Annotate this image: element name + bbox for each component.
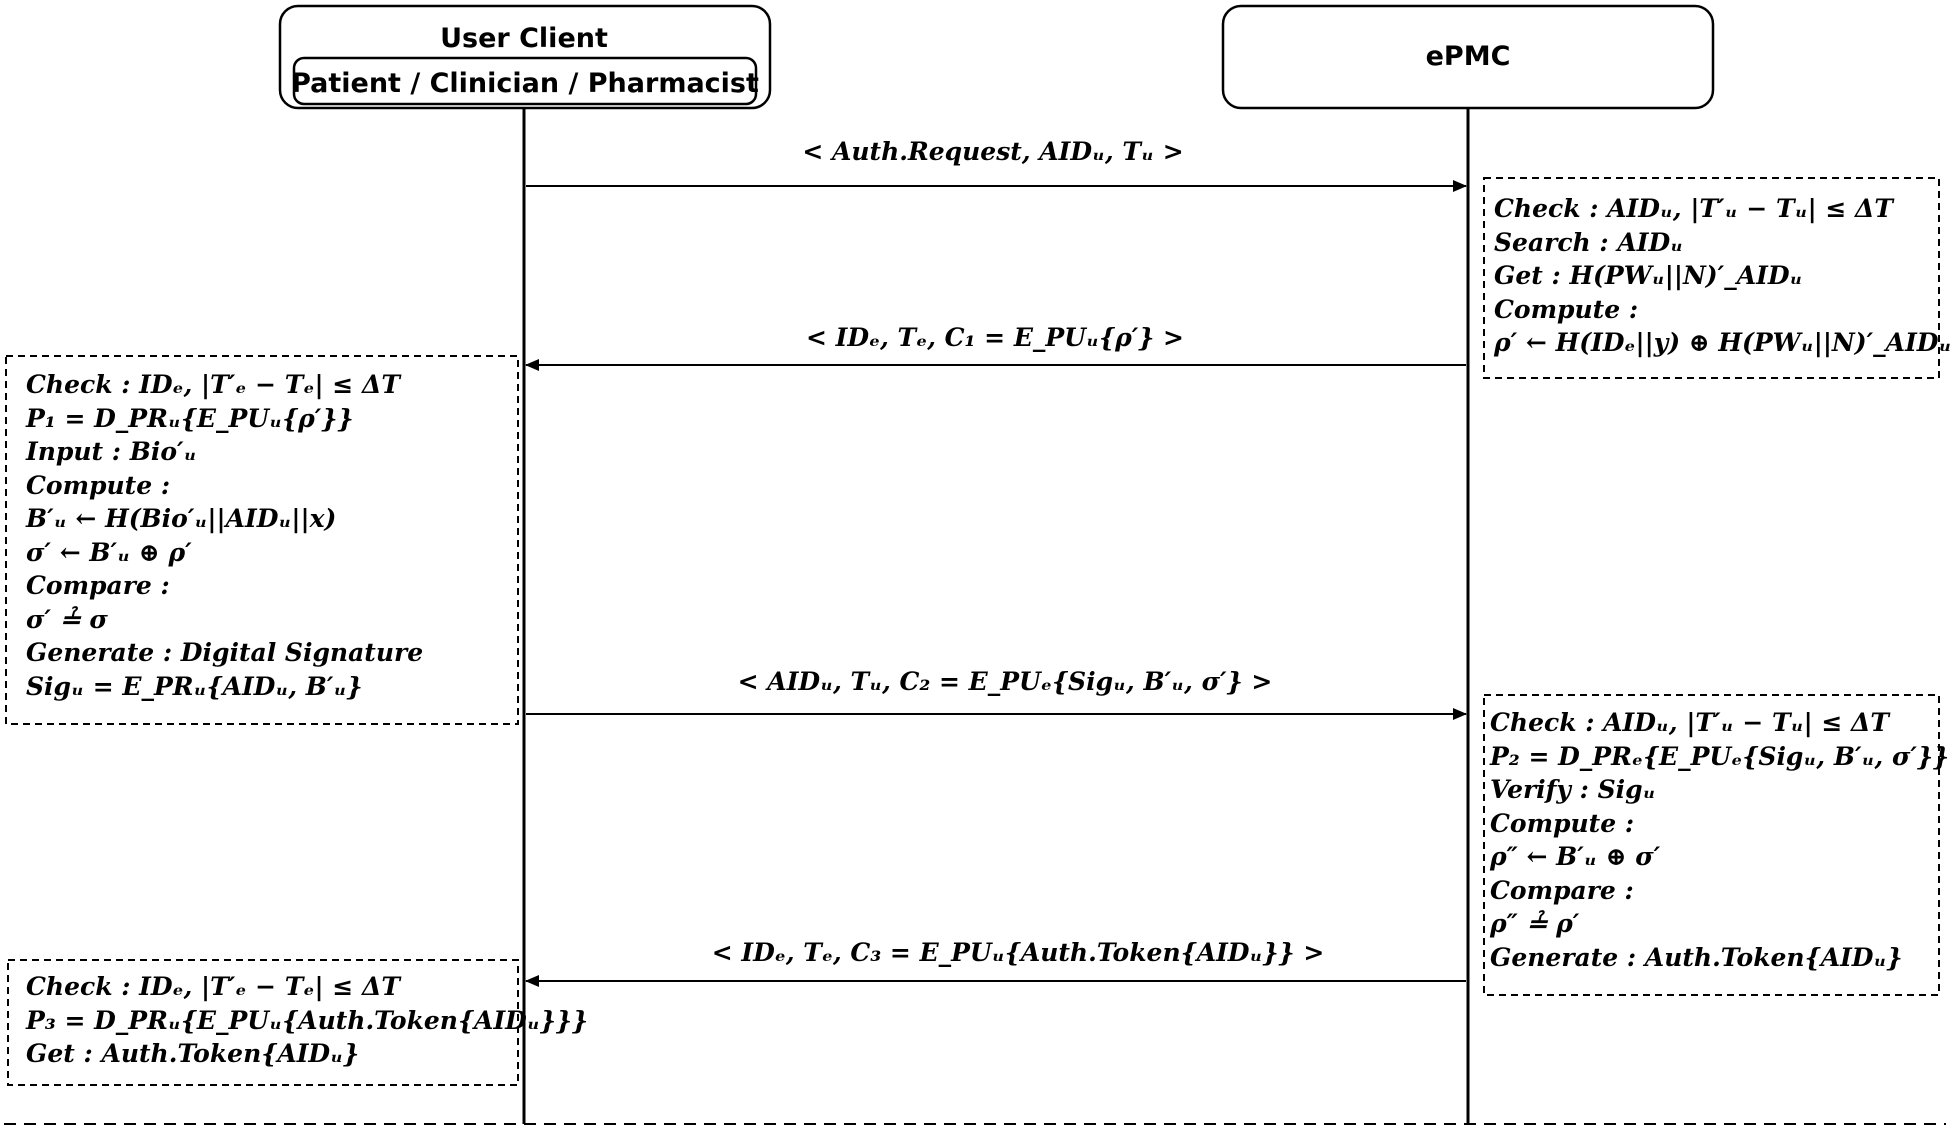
step-line: Input : Bio′ᵤ xyxy=(26,437,197,466)
actor-user-client: User Client Patient / Clinician / Pharma… xyxy=(278,4,772,110)
step-line: Compute : xyxy=(26,470,171,500)
step-line: Compare : xyxy=(26,571,170,600)
step-line: P₂ = D_PRₑ{E_PUₑ{Sigᵤ, B′ᵤ, σ′}} xyxy=(1490,741,1950,771)
step-line: Get : H(PWᵤ||N)′_AIDᵤ xyxy=(1494,261,1803,290)
step-line: P₁ = D_PRᵤ{E_PUᵤ{ρ′}} xyxy=(26,403,354,433)
step-line: Get : Auth.Token{AIDᵤ} xyxy=(26,1039,360,1068)
step-line: Check : AIDᵤ, |T′ᵤ − Tᵤ| ≤ ΔT xyxy=(1490,708,1890,737)
client-step4-content: Check : IDₑ, |T′ₑ − Tₑ| ≤ ΔT P₃ = D_PRᵤ{… xyxy=(26,970,588,1071)
step-line: B′ᵤ ← H(Bio′ᵤ||AIDᵤ||x) xyxy=(26,504,337,533)
step-line: P₃ = D_PRᵤ{E_PUᵤ{Auth.Token{AIDᵤ}}} xyxy=(26,1005,589,1035)
message-3-label: < AIDᵤ, Tᵤ, C₂ = E_PUₑ{Sigᵤ, B′ᵤ, σ′} > xyxy=(738,667,1273,696)
step-line: Check : AIDᵤ, |T′ᵤ − Tᵤ| ≤ ΔT xyxy=(1494,194,1894,223)
message-2-label: < IDₑ, Tₑ, C₁ = E_PUᵤ{ρ′} > xyxy=(806,323,1184,352)
step-line: ρ″ ≟ ρ′ xyxy=(1490,909,1580,938)
step-line: ρ′ ← H(IDₑ||y) ⊕ H(PWᵤ||N)′_AIDᵤ xyxy=(1494,328,1950,357)
actor-user-client-roles: Patient / Clinician / Pharmacist xyxy=(291,68,759,99)
step-line: Sigᵤ = E_PRᵤ{AIDᵤ, B′ᵤ} xyxy=(26,671,363,701)
step-line: Compute : xyxy=(1494,294,1639,324)
server-step3-content: Check : AIDᵤ, |T′ᵤ − Tᵤ| ≤ ΔT P₂ = D_PRₑ… xyxy=(1490,706,1949,974)
step-line: Compute : xyxy=(1490,808,1635,838)
actor-user-client-title: User Client xyxy=(440,23,608,54)
step-line: σ′ ≟ σ xyxy=(26,604,108,634)
step-line: Compare : xyxy=(1490,875,1634,905)
server-step3-box xyxy=(1483,694,1940,996)
step-line: Generate : Auth.Token{AIDᵤ} xyxy=(1490,942,1903,972)
step-line: Search : AIDᵤ xyxy=(1494,227,1684,257)
server-step1-content: Check : AIDᵤ, |T′ᵤ − Tᵤ| ≤ ΔT Search : A… xyxy=(1494,192,1950,360)
step-line: Verify : Sigᵤ xyxy=(1490,775,1656,804)
client-step2-box xyxy=(5,355,519,725)
step-line: ρ″ ← B′ᵤ ⊕ σ′ xyxy=(1490,842,1661,871)
client-step4-box xyxy=(7,959,519,1086)
actor-epmc: ePMC xyxy=(1221,4,1715,110)
server-step1-box xyxy=(1483,177,1940,379)
step-line: Generate : Digital Signature xyxy=(26,638,424,667)
message-4-label: < IDₑ, Tₑ, C₃ = E_PUᵤ{Auth.Token{AIDᵤ}} … xyxy=(712,938,1325,967)
client-step2-content: Check : IDₑ, |T′ₑ − Tₑ| ≤ ΔT P₁ = D_PRᵤ{… xyxy=(26,368,423,703)
step-line: σ′ ← B′ᵤ ⊕ ρ′ xyxy=(26,537,192,567)
step-line: Check : IDₑ, |T′ₑ − Tₑ| ≤ ΔT xyxy=(26,370,400,399)
actor-epmc-title: ePMC xyxy=(1426,41,1511,72)
step-line: Check : IDₑ, |T′ₑ − Tₑ| ≤ ΔT xyxy=(26,972,400,1001)
message-1-label: < Auth.Request, AIDᵤ, Tᵤ > xyxy=(802,137,1183,166)
